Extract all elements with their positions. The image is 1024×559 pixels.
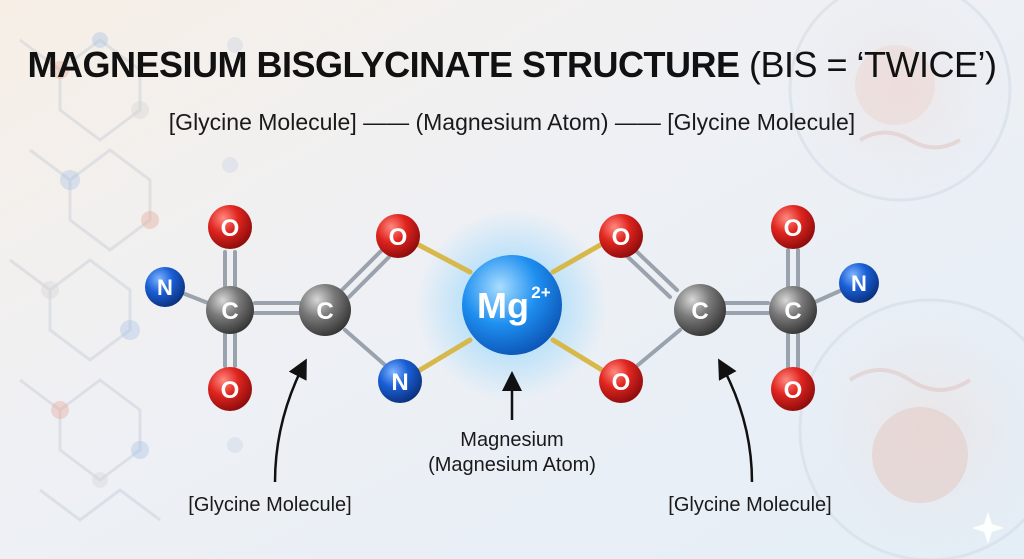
coordination-bond-lower-left xyxy=(417,337,473,373)
background-cells xyxy=(788,0,1024,559)
atom-symbol: C xyxy=(784,298,801,325)
arrow-left-glycine xyxy=(273,358,307,483)
oxygen-atom xyxy=(376,214,420,258)
pointer-arrows xyxy=(273,358,754,483)
magnesium-charge: 2+ xyxy=(531,283,550,302)
nitrogen-atom xyxy=(839,263,879,303)
carbon-atom xyxy=(299,284,351,336)
magnesium-atom xyxy=(462,255,562,355)
atom-symbol: C xyxy=(221,298,238,325)
page-title: MAGNESIUM BISGLYCINATE STRUCTURE (BIS = … xyxy=(0,44,1024,86)
page-subtitle: [Glycine Molecule] —— (Magnesium Atom) —… xyxy=(168,109,856,135)
atom-symbol: N xyxy=(391,369,408,396)
bond-right-c-n xyxy=(813,288,844,304)
title-main: MAGNESIUM BISGLYCINATE STRUCTURE xyxy=(27,44,740,85)
nitrogen-atom xyxy=(145,267,185,307)
carbon-atom xyxy=(769,286,817,334)
right-glycine-label: [Glycine Molecule] xyxy=(668,494,832,516)
oxygen-atom xyxy=(208,367,252,411)
atom-symbol: O xyxy=(221,377,240,404)
magnesium-label: Magnesium (Magnesium Atom) xyxy=(412,428,612,478)
atom-symbol: O xyxy=(612,369,631,396)
atom-symbol: O xyxy=(784,215,803,242)
sparkle-icon xyxy=(972,512,1004,544)
bond-right-o-c-lower xyxy=(636,328,682,367)
bonds xyxy=(183,241,844,373)
background-molecule-nodes xyxy=(41,32,243,488)
arrow-right-glycine xyxy=(718,358,754,483)
atom-symbol: C xyxy=(691,298,708,325)
atom-symbol: O xyxy=(389,224,408,251)
oxygen-atom xyxy=(599,359,643,403)
carbon-atom xyxy=(206,286,254,334)
carbon-atom xyxy=(674,284,726,336)
coordination-bond-lower-right xyxy=(550,337,605,373)
atom-symbol: O xyxy=(784,377,803,404)
oxygen-atom xyxy=(599,214,643,258)
atom-symbol: O xyxy=(612,224,631,251)
nitrogen-atom xyxy=(378,359,422,403)
coordination-bond-upper-right xyxy=(550,241,605,275)
left-glycine-label: [Glycine Molecule] xyxy=(188,494,352,516)
bond-right-o-c-upper-b xyxy=(626,255,672,299)
bond-left-c-o-upper-b xyxy=(347,255,391,299)
magnesium-label-line1: Magnesium xyxy=(460,429,564,451)
atom-symbol: O xyxy=(221,215,240,242)
oxygen-atom xyxy=(771,367,815,411)
bond-left-c-n-lower xyxy=(343,328,387,367)
atom-symbol: N xyxy=(157,275,173,300)
bond-left-n-c xyxy=(183,292,210,305)
oxygen-atom xyxy=(208,205,252,249)
background-molecule-network xyxy=(9,38,161,522)
oxygen-atom xyxy=(771,205,815,249)
atom-symbol: C xyxy=(316,298,333,325)
coordination-bond-upper-left xyxy=(414,241,473,275)
bond-left-c-o-upper xyxy=(340,248,384,292)
bond-right-o-c-upper xyxy=(633,248,679,292)
title-note: (BIS = ‘TWICE’) xyxy=(749,44,997,85)
atoms: O N C O C O N Mg 2+ O O C C O O N xyxy=(145,205,879,411)
magnesium-symbol: Mg xyxy=(477,285,529,326)
atom-symbol: N xyxy=(851,271,867,296)
magnesium-label-line2: (Magnesium Atom) xyxy=(428,454,596,476)
